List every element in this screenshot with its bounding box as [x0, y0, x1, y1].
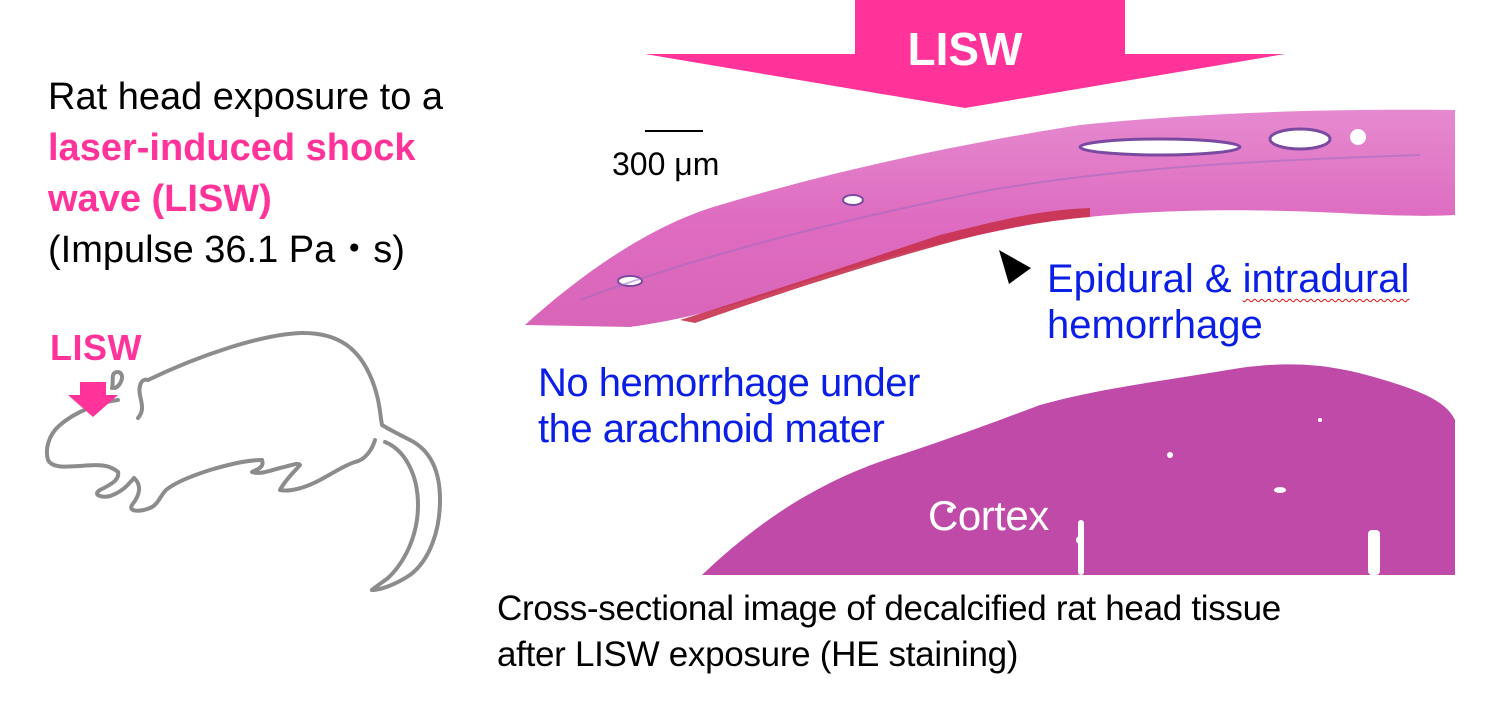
skull-histology-image — [525, 109, 1455, 327]
rat-outline-illustration — [44, 330, 442, 592]
impulse-value: (Impulse 36.1 Pa・s) — [48, 229, 405, 271]
scale-bar — [645, 130, 703, 132]
arachnoid-line-2: the arachnoid mater — [538, 407, 885, 451]
cortex-histology-image — [702, 364, 1455, 575]
intro-text: Rat head exposure to a laser-induced sho… — [48, 72, 443, 276]
arachnoid-line-1: No hemorrhage under — [538, 361, 920, 405]
big-arrow-label: LISW — [907, 23, 1023, 75]
rat-outline — [44, 330, 442, 592]
intro-line-2-highlight: laser-induced shock — [48, 127, 416, 169]
down-arrow-icon — [645, 0, 1285, 108]
intradural-text: intradural — [1242, 257, 1410, 301]
cortex-label: Cortex — [928, 492, 1049, 539]
lisw-arrow-small-icon — [68, 382, 118, 417]
lisw-big-arrow: LISW — [645, 0, 1285, 110]
hemorrhage-text: hemorrhage — [1047, 303, 1263, 347]
caption-line-2: after LISW exposure (HE staining) — [497, 635, 1019, 674]
rat-lisw-label: LISW — [50, 327, 142, 368]
arachnoid-annotation: No hemorrhage under the arachnoid mater — [538, 360, 920, 452]
pointer-arrowhead-icon — [999, 250, 1031, 284]
figure-caption: Cross-sectional image of decalcified rat… — [497, 586, 1281, 678]
caption-line-1: Cross-sectional image of decalcified rat… — [497, 589, 1281, 628]
intro-line-3-highlight: wave (LISW) — [48, 178, 272, 220]
intro-line-1: Rat head exposure to a — [48, 76, 444, 118]
scale-bar-label: 300 μm — [612, 146, 720, 182]
epidural-hemorrhage-annotation: Epidural & intradural hemorrhage — [1047, 256, 1409, 348]
epidural-text: Epidural & — [1047, 257, 1243, 301]
